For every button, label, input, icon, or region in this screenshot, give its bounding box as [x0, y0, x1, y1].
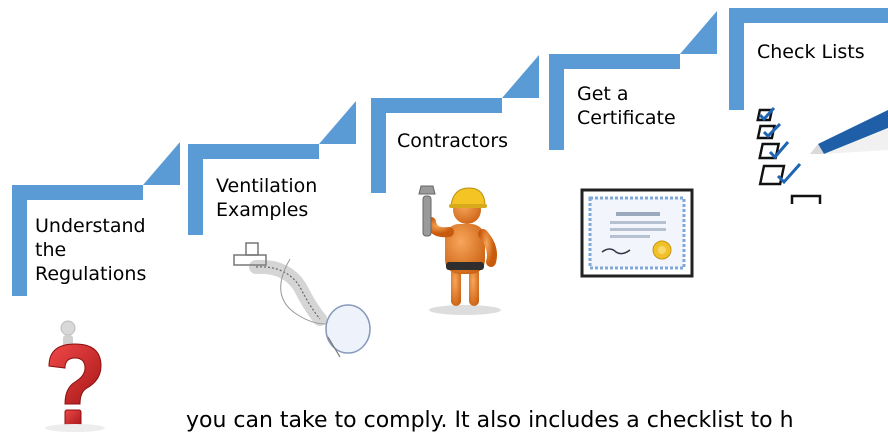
- step-2-label: Ventilation Examples: [216, 175, 318, 221]
- step-5-label: Check Lists: [757, 41, 865, 63]
- ventilation-hose-icon: [233, 242, 371, 358]
- step-1-label: Understand the Regulations: [35, 215, 147, 285]
- contractor-worker-icon: [418, 185, 501, 315]
- step-3-label: Contractors: [397, 130, 509, 152]
- certificate-icon: [580, 188, 694, 278]
- question-mark-icon: [45, 320, 105, 432]
- body-caption: you can take to comply. It also includes…: [186, 408, 794, 433]
- step-4-label: Get a Certificate: [577, 83, 676, 129]
- checklist-pen-icon: [756, 106, 888, 204]
